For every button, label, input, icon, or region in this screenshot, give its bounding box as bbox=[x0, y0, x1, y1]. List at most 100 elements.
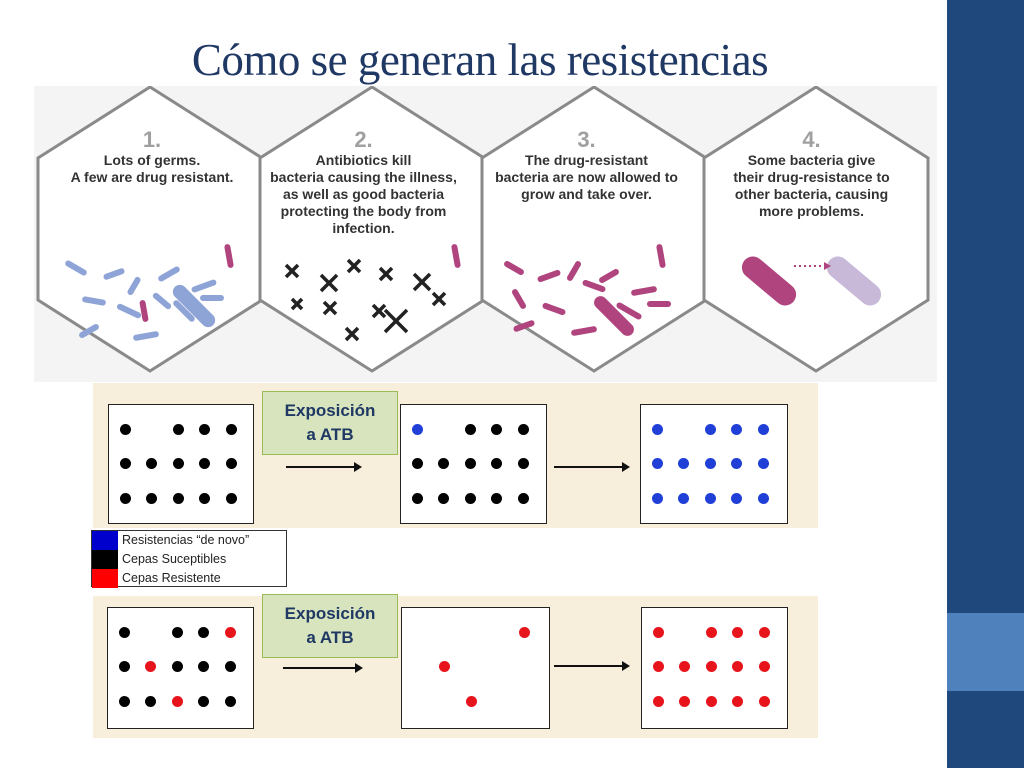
blue-dot bbox=[651, 458, 663, 469]
black-dot bbox=[438, 492, 449, 504]
x-mark bbox=[344, 326, 360, 342]
step-3: 3. The drug-resistant bacteria are now a… bbox=[479, 128, 694, 203]
black-dot bbox=[491, 492, 502, 504]
step-2: 2. Antibiotics kill bacteria causing the… bbox=[256, 128, 471, 237]
step-text: The drug-resistant bacteria are now allo… bbox=[495, 152, 678, 202]
red-dot bbox=[652, 695, 664, 707]
step-number: 1. bbox=[142, 127, 162, 152]
dot-box bbox=[401, 607, 550, 729]
black-dot bbox=[119, 492, 131, 504]
black-dot bbox=[172, 423, 184, 435]
black-dot bbox=[411, 492, 423, 504]
bacterium bbox=[116, 303, 142, 319]
black-dot bbox=[491, 458, 502, 469]
dot-box bbox=[400, 404, 547, 524]
black-dot bbox=[118, 661, 130, 672]
legend: Resistencias “de novo” Cepas Suceptibles… bbox=[91, 530, 287, 588]
bacterium bbox=[191, 279, 217, 293]
blue-dot bbox=[704, 423, 716, 435]
black-dot bbox=[172, 458, 184, 469]
blue-dot bbox=[704, 458, 716, 469]
x-mark bbox=[383, 308, 409, 334]
blue-dot bbox=[731, 458, 742, 469]
blue-dot bbox=[651, 423, 663, 435]
black-dot bbox=[464, 458, 476, 469]
red-dot bbox=[758, 626, 770, 638]
bacterium bbox=[172, 284, 216, 328]
red-dot bbox=[145, 661, 156, 672]
red-dot bbox=[705, 626, 717, 638]
blue-dot bbox=[678, 492, 689, 504]
dot-box bbox=[108, 404, 254, 524]
bacterium bbox=[571, 326, 597, 336]
black-dot bbox=[118, 695, 130, 707]
red-dot bbox=[705, 695, 717, 707]
legend-item: Cepas Suceptibles bbox=[92, 550, 287, 569]
bacterium bbox=[173, 300, 195, 322]
bacterium bbox=[599, 269, 619, 283]
bacterium bbox=[224, 244, 234, 268]
bacterium bbox=[741, 256, 797, 306]
black-dot bbox=[145, 695, 156, 707]
bacterium bbox=[631, 286, 657, 296]
bacterium bbox=[504, 261, 524, 275]
black-dot bbox=[517, 458, 529, 469]
x-mark bbox=[290, 297, 304, 311]
legend-swatch bbox=[92, 569, 118, 588]
dot-box bbox=[107, 607, 254, 729]
black-dot bbox=[119, 423, 131, 435]
black-dot bbox=[225, 492, 237, 504]
blue-dot bbox=[757, 423, 769, 435]
transfer-arrowhead bbox=[824, 262, 831, 270]
red-dot bbox=[732, 695, 743, 707]
bacterium bbox=[133, 331, 159, 341]
bacterium bbox=[139, 300, 149, 322]
black-dot bbox=[224, 695, 236, 707]
exposure-label: Exposición a ATB bbox=[262, 594, 398, 658]
arrow bbox=[554, 661, 630, 671]
blue-dot bbox=[704, 492, 716, 504]
blue-dot bbox=[678, 458, 689, 469]
bacterium bbox=[152, 292, 172, 310]
blue-dot bbox=[757, 458, 769, 469]
legend-label: Resistencias “de novo” bbox=[122, 533, 250, 547]
step-text: Lots of germs. A few are drug resistant. bbox=[70, 152, 234, 185]
arrow bbox=[286, 462, 362, 472]
blue-dot bbox=[651, 492, 663, 504]
bacterium bbox=[103, 268, 125, 280]
black-dot bbox=[517, 423, 529, 435]
bacterium bbox=[127, 276, 141, 296]
sidebar-accent bbox=[947, 613, 1024, 691]
exposure-label: Exposición a ATB bbox=[262, 391, 398, 455]
bacterium bbox=[567, 261, 581, 281]
step-number: 2. bbox=[354, 127, 373, 152]
black-dot bbox=[199, 458, 210, 469]
x-mark bbox=[431, 291, 447, 307]
blue-dot bbox=[757, 492, 769, 504]
step-number: 3. bbox=[577, 127, 596, 152]
black-dot bbox=[119, 458, 131, 469]
black-dot bbox=[172, 492, 184, 504]
dot-box bbox=[641, 607, 788, 729]
black-dot bbox=[146, 492, 157, 504]
legend-label: Cepas Suceptibles bbox=[122, 552, 227, 566]
bacterium bbox=[826, 256, 882, 306]
black-dot bbox=[464, 492, 476, 504]
black-dot bbox=[199, 492, 210, 504]
bacterium bbox=[451, 244, 461, 268]
legend-swatch bbox=[92, 550, 118, 569]
bacterium bbox=[65, 260, 87, 276]
bacterium bbox=[582, 279, 606, 293]
black-dot bbox=[198, 695, 209, 707]
black-dot bbox=[411, 458, 423, 469]
black-dot bbox=[464, 423, 476, 435]
red-dot bbox=[758, 695, 770, 707]
step-text: Antibiotics kill bacteria causing the il… bbox=[270, 152, 457, 236]
exposure-line-2: a ATB bbox=[306, 628, 354, 647]
slide-title: Cómo se generan las resistencias bbox=[191, 35, 769, 85]
bacterium bbox=[512, 289, 526, 309]
black-dot bbox=[517, 492, 529, 504]
x-mark bbox=[319, 273, 339, 293]
black-dot bbox=[198, 661, 209, 672]
x-mark bbox=[371, 303, 387, 319]
